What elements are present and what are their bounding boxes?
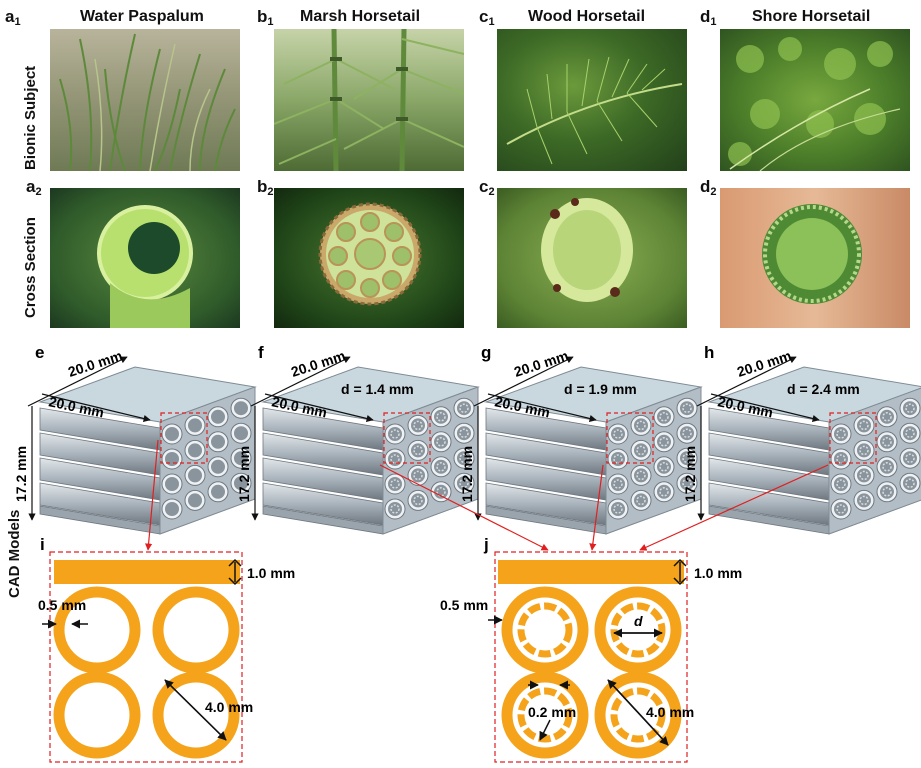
dim-wall-j: 0.5 mm — [440, 597, 488, 613]
grass-illustration — [59, 33, 236, 171]
panel-label-g: g — [481, 343, 491, 362]
shore-horsetail-illustration — [728, 37, 901, 171]
cross-section-marsh-horsetail — [274, 188, 464, 328]
panel-label-d1: d1 — [700, 7, 717, 28]
dim-height-h: 17.2 mm — [682, 446, 698, 502]
photo-shore-horsetail — [720, 29, 910, 171]
detail-panel-i — [42, 551, 243, 763]
dim-d-g: d = 1.9 mm — [564, 381, 637, 397]
dim-d-j: d — [634, 613, 643, 629]
dim-height-e: 17.2 mm — [13, 446, 29, 502]
panel-label-a1: a1 — [5, 7, 21, 28]
photo-marsh-horsetail — [274, 29, 464, 171]
panel-label-e: e — [35, 343, 44, 362]
panel-label-h: h — [704, 343, 714, 362]
column-title-shore-horsetail: Shore Horsetail — [752, 8, 871, 25]
detail-panel-j — [488, 551, 688, 763]
horsetail-illustration — [274, 29, 464, 171]
panel-label-j: j — [483, 535, 489, 554]
panel-label-c2: c2 — [479, 177, 495, 198]
column-title-water-paspalum: Water Paspalum — [80, 8, 204, 25]
dim-d-f: d = 1.4 mm — [341, 381, 414, 397]
dim-height-g: 17.2 mm — [459, 446, 475, 502]
wood-horsetail-illustration — [506, 56, 683, 165]
dim-wall-i: 0.5 mm — [38, 597, 86, 613]
column-title-wood-horsetail: Wood Horsetail — [528, 8, 646, 25]
column-title-marsh-horsetail: Marsh Horsetail — [300, 8, 421, 25]
photo-wood-horsetail — [497, 29, 687, 171]
red-pointer-arrows — [145, 439, 829, 551]
cross-section-disc-d — [762, 204, 862, 304]
dim-d-h: d = 2.4 mm — [787, 381, 860, 397]
dim-plate-j: 1.0 mm — [694, 565, 742, 581]
cross-section-water-paspalum — [50, 188, 240, 328]
cross-section-disc-b — [318, 202, 422, 306]
row-label-bionic-subject: Bionic Subject — [22, 65, 39, 170]
dim-height-f: 17.2 mm — [236, 446, 252, 502]
panel-label-b2: b2 — [257, 177, 274, 198]
cross-section-shore-horsetail — [720, 188, 910, 328]
dim-diameter-j: 4.0 mm — [646, 704, 694, 720]
dim-inner-wall-j: 0.2 mm — [528, 704, 576, 720]
panel-label-b1: b1 — [257, 7, 274, 28]
cross-section-wood-horsetail — [497, 188, 687, 328]
dim-diameter-i: 4.0 mm — [205, 699, 253, 715]
panel-label-f: f — [258, 343, 264, 362]
cross-section-disc-c — [541, 198, 633, 302]
panel-label-a2: a2 — [26, 177, 42, 198]
photo-water-paspalum — [50, 29, 240, 171]
panel-label-d2: d2 — [700, 177, 717, 198]
cross-section-disc-a — [97, 205, 193, 328]
panel-label-i: i — [40, 535, 45, 554]
panel-label-c1: c1 — [479, 7, 495, 28]
dim-plate-i: 1.0 mm — [247, 565, 295, 581]
row-label-cross-section: Cross Section — [22, 217, 39, 318]
